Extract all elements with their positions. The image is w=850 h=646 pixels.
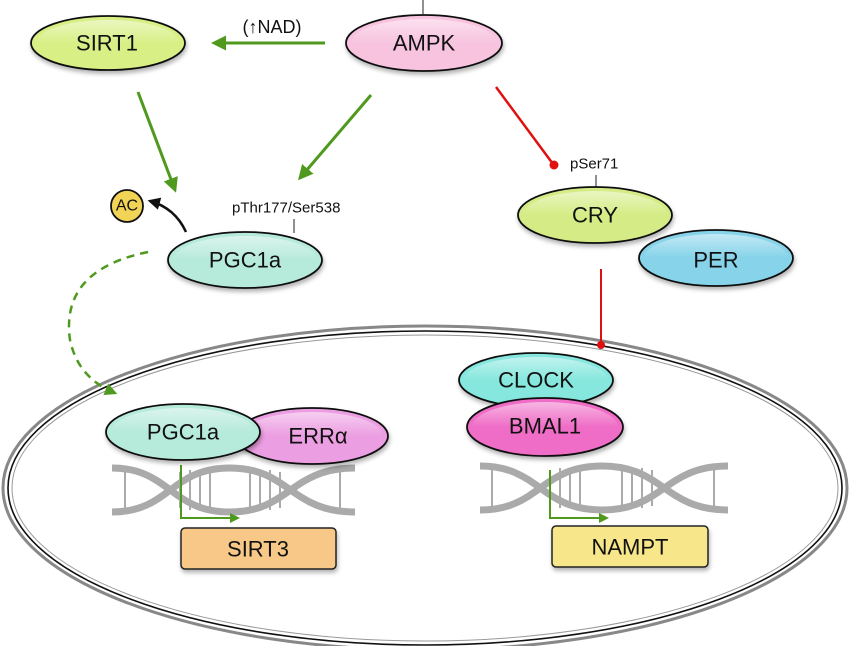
node-cry[interactable] xyxy=(517,186,673,244)
node-bmal1[interactable] xyxy=(466,397,624,457)
err-alpha-label: ERRα xyxy=(288,424,347,449)
nampt-label: NAMPT xyxy=(592,535,669,560)
sirt1-label: SIRT1 xyxy=(76,31,138,56)
ac-label: AC xyxy=(116,198,138,215)
transcription-arrow-sirt3 xyxy=(180,465,240,523)
sirt3-label: SIRT3 xyxy=(227,537,289,562)
cry-label: CRY xyxy=(572,203,618,228)
node-clock[interactable] xyxy=(458,352,614,408)
node-pgc1a-nuclear[interactable] xyxy=(105,403,261,461)
transcription-arrow-nampt xyxy=(549,470,609,523)
inhibition-dot-cry xyxy=(549,160,559,170)
dna-helix-left xyxy=(111,464,356,516)
dna-helix-right xyxy=(479,462,729,514)
pgc1a-phospho-label: pThr177/Ser538 xyxy=(232,200,340,217)
gene-sirt3[interactable] xyxy=(180,527,337,570)
pgc1a-nuclear-label: PGC1a xyxy=(147,420,220,445)
nad-label: (↑NAD) xyxy=(243,17,302,37)
per-label: PER xyxy=(693,248,738,273)
edge-ampk-pgc1a xyxy=(298,94,373,181)
edge-pgc1a-ac xyxy=(147,197,188,233)
node-sirt1[interactable] xyxy=(30,15,186,71)
inhibition-dot-clock xyxy=(597,341,605,349)
ampk-label: AMPK xyxy=(393,31,456,56)
cry-phospho-label: pSer71 xyxy=(570,156,618,173)
edge-ampk-cry-inhibition xyxy=(494,86,555,165)
node-per[interactable] xyxy=(638,229,794,287)
edge-pgc1a-translocation xyxy=(67,250,149,396)
nucleus-membrane xyxy=(1,324,849,646)
node-ampk[interactable] xyxy=(345,14,503,72)
node-ac[interactable] xyxy=(110,189,144,223)
node-pgc1a[interactable] xyxy=(167,231,323,289)
gene-nampt[interactable] xyxy=(551,525,709,568)
node-err-alpha[interactable] xyxy=(235,407,389,465)
clock-label: CLOCK xyxy=(498,368,574,393)
edge-sirt1-pgc1a xyxy=(136,91,178,193)
bmal1-label: BMAL1 xyxy=(509,414,581,439)
pgc1a-label: PGC1a xyxy=(209,248,282,273)
